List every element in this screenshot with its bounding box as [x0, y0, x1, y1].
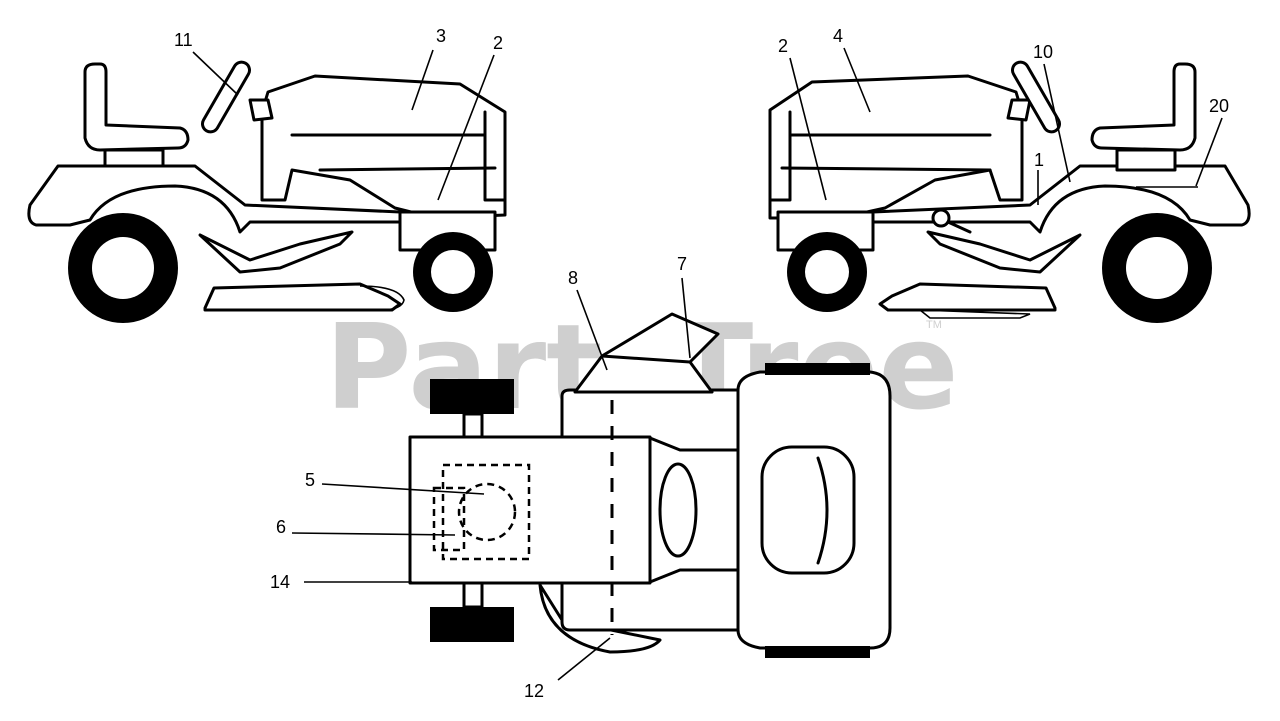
top-rear-tire-upper	[430, 379, 514, 414]
top-callout-14: 14	[270, 572, 290, 592]
top-decal-circle	[457, 482, 517, 542]
top-callout-5: 5	[305, 470, 315, 490]
left-rear-hub	[92, 237, 154, 299]
top-engine-cover	[760, 445, 856, 575]
right-running-board	[926, 230, 1082, 274]
right-grille	[768, 110, 792, 202]
left-leader-11	[192, 51, 239, 96]
left-running-board	[198, 230, 354, 274]
left-hood	[260, 74, 507, 220]
left-callout-3: 3	[436, 26, 446, 46]
left-grille	[483, 110, 507, 202]
top-front-tire-lower	[765, 646, 870, 658]
right-hood-line	[780, 166, 992, 172]
top-leader-5	[321, 483, 485, 495]
left-side-view: 11 3 2	[27, 26, 507, 323]
top-callout-6: 6	[276, 517, 286, 537]
left-mower-deck	[203, 282, 402, 312]
top-front-tire-upper	[765, 363, 870, 375]
right-lift-lever-knob	[931, 208, 951, 228]
right-callout-1: 1	[1034, 150, 1044, 170]
right-rear-hub	[1126, 237, 1188, 299]
top-leader-7	[681, 277, 691, 359]
left-deck-chute	[359, 285, 405, 311]
left-hood-line	[318, 166, 497, 172]
right-callout-20: 20	[1209, 96, 1229, 116]
top-mower-deck	[538, 583, 662, 654]
right-leader-10	[1043, 63, 1071, 183]
right-rear-body	[871, 164, 1251, 234]
left-callout-2: 2	[493, 33, 503, 53]
top-callout-8: 8	[568, 268, 578, 288]
top-view: 8 7 5 6 14 12	[270, 254, 892, 701]
left-steering-wheel	[201, 60, 251, 134]
top-decal-area-6	[432, 486, 466, 552]
top-engine-cover-curve	[816, 456, 829, 565]
top-steering-wheel	[658, 462, 698, 558]
top-leader-8	[576, 289, 608, 371]
top-rear-tire-lower	[430, 607, 514, 642]
right-callout-10: 10	[1033, 42, 1053, 62]
right-leader-4	[843, 47, 871, 113]
right-hood	[768, 74, 1024, 220]
right-callout-4: 4	[833, 26, 843, 46]
top-callout-7: 7	[677, 254, 687, 274]
right-seat-base	[1115, 148, 1177, 172]
left-seat-back	[83, 62, 190, 152]
left-callout-11: 11	[174, 30, 193, 50]
left-front-hub	[431, 250, 475, 294]
right-side-view: 2 4 10 1 20	[768, 26, 1251, 323]
left-rear-body	[27, 164, 402, 234]
top-seat	[408, 435, 652, 585]
top-bag-seam	[600, 354, 692, 364]
top-leader-6	[291, 532, 456, 536]
left-leader-2	[437, 54, 495, 201]
left-leader-3	[411, 49, 434, 111]
right-steering-wheel	[1011, 60, 1061, 134]
right-callout-2: 2	[778, 36, 788, 56]
right-leader-20-diag	[1195, 117, 1223, 187]
right-front-hub	[805, 250, 849, 294]
right-seat-back	[1090, 62, 1197, 152]
right-steering-column	[1006, 98, 1032, 122]
top-axle-upper	[462, 412, 484, 440]
watermark-trademark: TM	[926, 319, 942, 331]
top-leader-12	[557, 637, 611, 681]
right-lift-lever	[946, 220, 972, 234]
right-mower-deck	[878, 282, 1057, 312]
left-steering-column	[248, 98, 274, 122]
right-deck-chute	[917, 309, 1031, 319]
top-decal-area-5	[441, 463, 531, 561]
top-column	[648, 436, 740, 584]
top-callout-12: 12	[524, 681, 544, 701]
top-axle-lower	[462, 581, 484, 609]
right-leader-2	[789, 57, 827, 201]
